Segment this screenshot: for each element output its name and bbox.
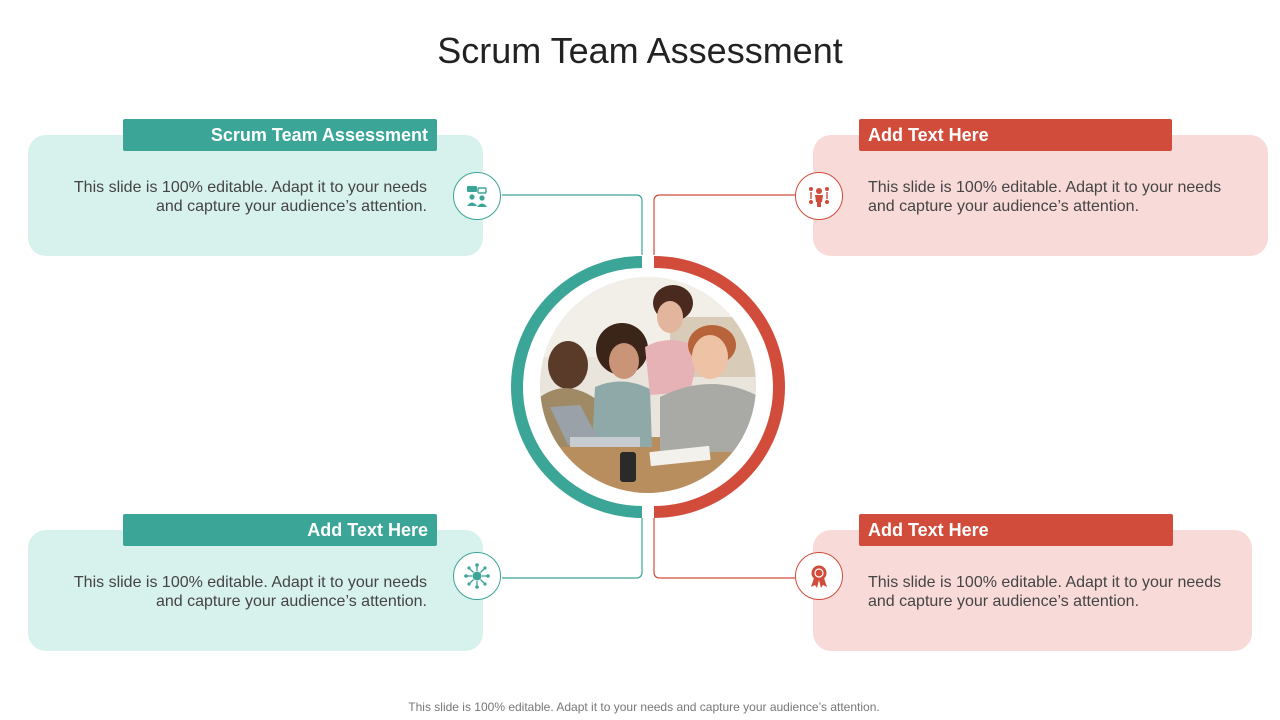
icon-holder-top-left <box>453 172 501 220</box>
card-description: This slide is 100% editable. Adapt it to… <box>868 574 1222 610</box>
card-heading-bottom-right: Add Text Here <box>859 514 1173 546</box>
card-bottom-left: This slide is 100% editable. Adapt it to… <box>28 530 483 651</box>
ring-left-half <box>511 256 643 518</box>
connector-top-right <box>653 194 795 255</box>
card-heading-bottom-left: Add Text Here <box>123 514 437 546</box>
team-collaboration-photo <box>540 277 756 493</box>
card-bottom-right: This slide is 100% editable. Adapt it to… <box>813 530 1252 651</box>
icon-holder-bottom-left <box>453 552 501 600</box>
card-description: This slide is 100% editable. Adapt it to… <box>73 179 427 215</box>
card-heading-top-left: Scrum Team Assessment <box>123 119 437 151</box>
card-top-right: This slide is 100% editable. Adapt it to… <box>813 135 1268 256</box>
connector-bottom-left <box>502 518 643 579</box>
team-meeting-icon <box>467 186 487 207</box>
icon-holder-top-right <box>795 172 843 220</box>
slide-footer: This slide is 100% editable. Adapt it to… <box>408 700 880 714</box>
card-heading-top-right: Add Text Here <box>859 119 1172 151</box>
card-description: This slide is 100% editable. Adapt it to… <box>868 179 1222 215</box>
icon-holder-bottom-right <box>795 552 843 600</box>
network-idea-icon <box>464 563 490 589</box>
ring-right-half <box>653 256 785 518</box>
connector-bottom-right <box>653 518 795 579</box>
team-structure-icon <box>809 187 829 207</box>
card-description: This slide is 100% editable. Adapt it to… <box>73 574 427 610</box>
card-top-left: This slide is 100% editable. Adapt it to… <box>28 135 483 256</box>
slide-title: Scrum Team Assessment <box>437 30 843 71</box>
award-badge-icon <box>811 565 827 588</box>
connector-top-left <box>502 194 643 255</box>
